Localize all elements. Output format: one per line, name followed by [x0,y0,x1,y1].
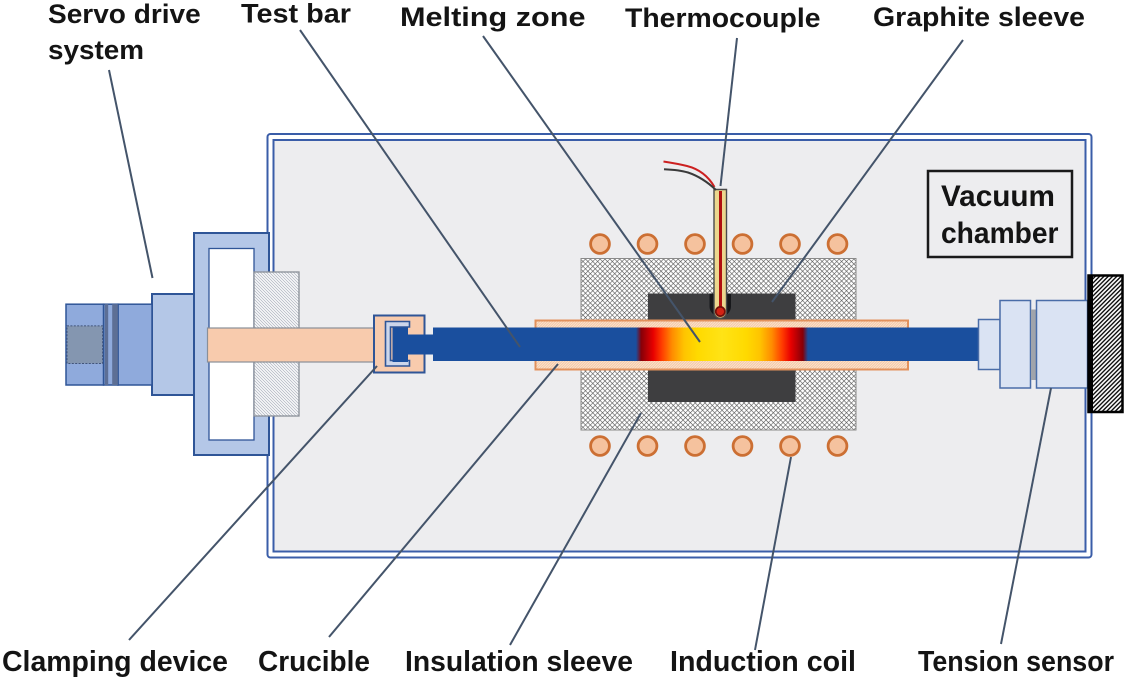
svg-text:Insulation sleeve: Insulation sleeve [405,646,633,678]
svg-text:Clamping device: Clamping device [2,646,228,678]
svg-text:Crucible: Crucible [258,646,370,678]
svg-text:Test bar: Test bar [241,0,352,29]
svg-text:system: system [48,35,144,65]
svg-text:Graphite sleeve: Graphite sleeve [873,2,1085,32]
svg-text:chamber: chamber [941,217,1059,250]
svg-text:Servo drive: Servo drive [48,0,201,29]
svg-text:Thermocouple: Thermocouple [625,3,821,33]
svg-text:Melting zone: Melting zone [400,2,586,32]
svg-text:Vacuum: Vacuum [941,180,1055,213]
svg-text:Tension sensor: Tension sensor [918,646,1114,678]
svg-text:Induction coil: Induction coil [670,646,856,678]
